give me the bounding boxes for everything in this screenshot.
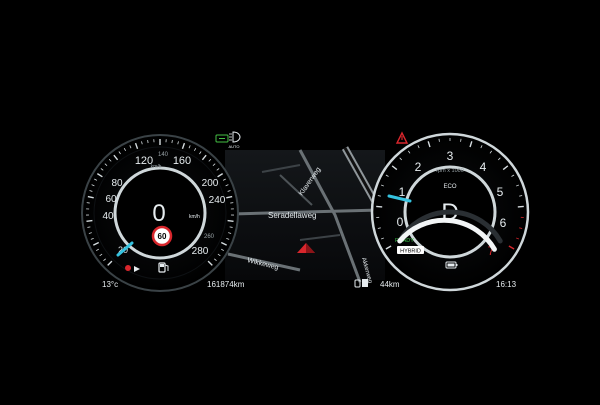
rpm-scale-1: 1 (399, 185, 406, 199)
rpm-unit-label: rpm x 1000 (436, 168, 464, 174)
navigation-map[interactable]: Seradellaweg Klaverweg Wikkeweg Akkerweg (225, 148, 392, 284)
rpm-scale-2: 2 (415, 160, 422, 174)
rpm-scale-5: 5 (497, 185, 504, 199)
parking-lights-icon (216, 135, 228, 142)
speed-value: 0 (152, 200, 165, 227)
speed-limit-sign: 60 (153, 227, 171, 245)
speed-scale-280: 280 (192, 246, 209, 257)
speed-scale-unit: km/h (151, 164, 162, 170)
speed-scale-140: 140 (158, 152, 169, 158)
tick-mark (86, 221, 92, 222)
warning-triangle-icon (397, 133, 407, 143)
drive-mode-label: ECO (443, 184, 456, 190)
speed-scale-40: 40 (102, 211, 114, 222)
headlight-auto-icon: AUTO (228, 132, 240, 149)
tick-mark (148, 140, 149, 143)
auto-label: AUTO (228, 144, 239, 149)
speed-limit-value: 60 (158, 232, 167, 241)
speed-scale-160: 160 (173, 155, 191, 167)
outside-temperature: 13°c (102, 280, 118, 289)
fuel-range-icon (355, 279, 368, 287)
speedometer: 0 km/h 20 40 60 80 120 140 160 200 240 2… (82, 135, 238, 291)
speed-unit: km/h (189, 214, 200, 220)
speed-scale-80: 80 (111, 178, 123, 189)
speed-scale-260: 260 (204, 234, 215, 240)
street-label-seradellaweg: Seradellaweg (268, 211, 316, 220)
speed-scale-200: 200 (202, 178, 219, 189)
tachometer: 0 1 2 3 4 5 6 7 rpm x 1000 ECO D READY H… (372, 134, 528, 290)
clock: 16:13 (496, 280, 517, 289)
speed-scale-240: 240 (209, 195, 226, 206)
speed-scale-60: 60 (105, 194, 117, 205)
rpm-scale-0: 0 (397, 215, 404, 229)
hybrid-label: HYBRID (400, 248, 421, 254)
seatbelt-warning-icon (125, 265, 131, 271)
range-remaining: 44km (380, 280, 400, 289)
odometer: 161874km (207, 280, 245, 289)
tick-mark (228, 221, 234, 222)
rpm-scale-6: 6 (500, 216, 507, 230)
tick-mark (172, 140, 173, 143)
rpm-scale-3: 3 (447, 149, 454, 163)
rpm-scale-4: 4 (480, 160, 487, 174)
